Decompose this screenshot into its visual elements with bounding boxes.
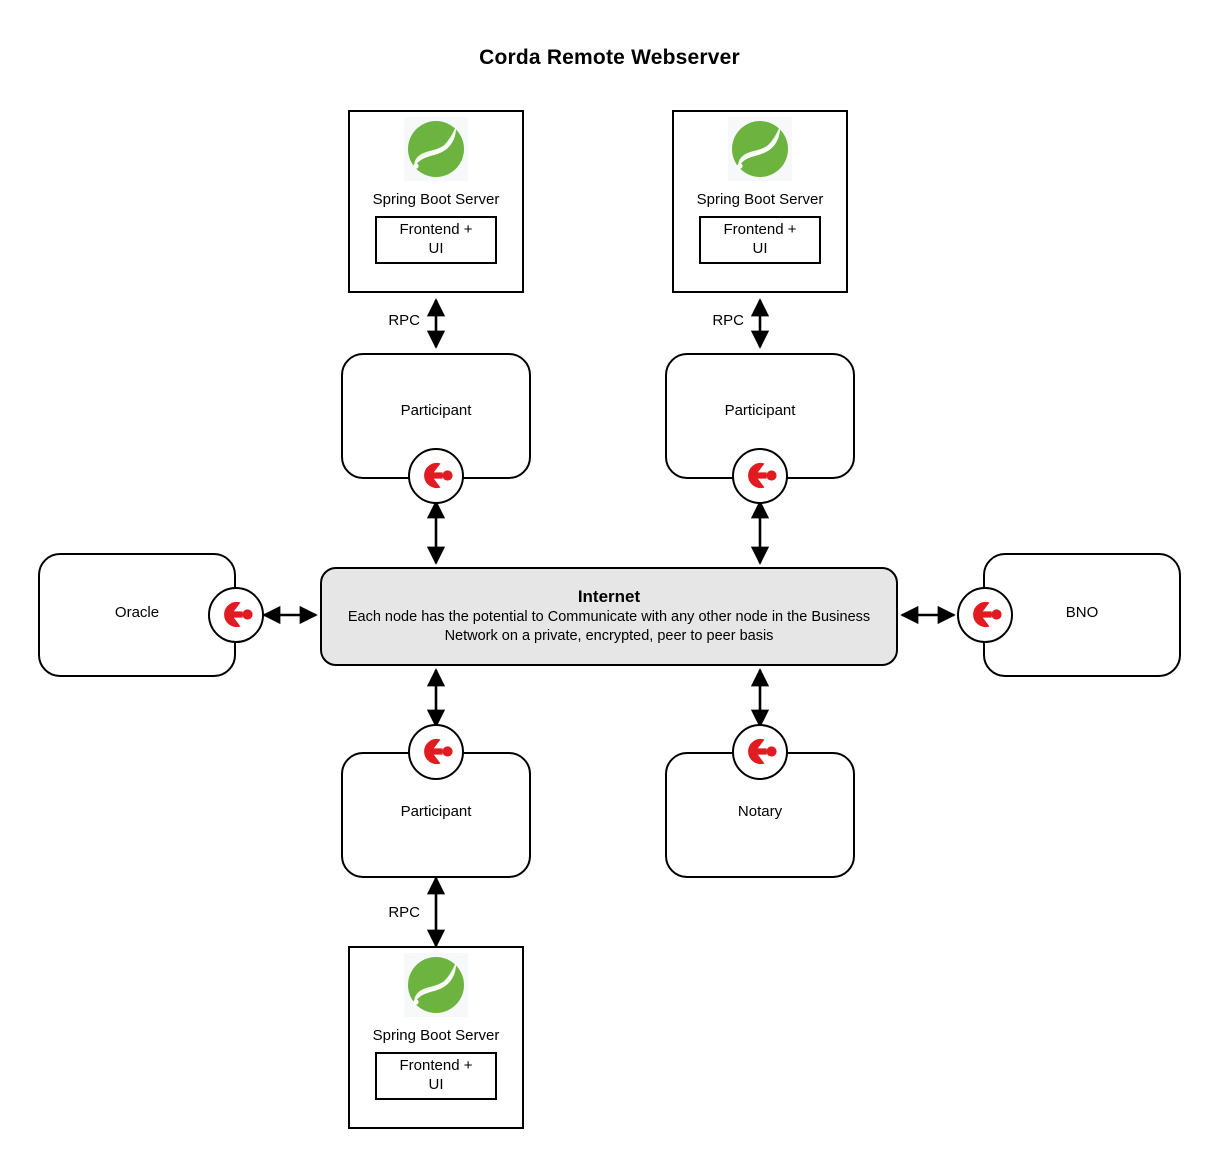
frontend-ui-box-bottom[interactable]: Frontend + UI — [375, 1052, 497, 1100]
internet-box: Internet Each node has the potential to … — [320, 567, 898, 666]
spring-boot-server-top-right-label: Spring Boot Server — [696, 191, 824, 208]
corda-logo-icon — [208, 587, 264, 643]
spring-boot-server-top-left-label: Spring Boot Server — [372, 191, 500, 208]
rpc-label-top-right: RPC — [712, 312, 744, 329]
notary-box[interactable] — [665, 752, 855, 878]
participant-top-left-label: Participant — [400, 402, 472, 419]
rpc-label-bottom: RPC — [388, 904, 420, 921]
spring-boot-logo — [404, 953, 468, 1017]
rpc-label-top-left: RPC — [388, 312, 420, 329]
spring-boot-server-bottom-label: Spring Boot Server — [372, 1027, 500, 1044]
spring-boot-logo — [404, 117, 468, 181]
corda-logo-icon — [408, 448, 464, 504]
internet-description: Each node has the potential to Communica… — [347, 608, 871, 645]
participant-bottom-label: Participant — [400, 803, 472, 820]
corda-logo-icon — [732, 448, 788, 504]
spring-boot-logo — [728, 117, 792, 181]
frontend-ui-box-top-right[interactable]: Frontend + UI — [699, 216, 821, 264]
notary-label: Notary — [737, 803, 783, 820]
oracle-label: Oracle — [114, 604, 160, 621]
corda-logo-icon — [732, 724, 788, 780]
frontend-ui-box-top-left[interactable]: Frontend + UI — [375, 216, 497, 264]
participant-top-right-label: Participant — [724, 402, 796, 419]
internet-title: Internet — [577, 587, 641, 607]
diagram-title: Corda Remote Webserver — [479, 46, 740, 69]
corda-logo-icon — [408, 724, 464, 780]
bno-label: BNO — [1065, 604, 1099, 621]
corda-logo-icon — [957, 587, 1013, 643]
